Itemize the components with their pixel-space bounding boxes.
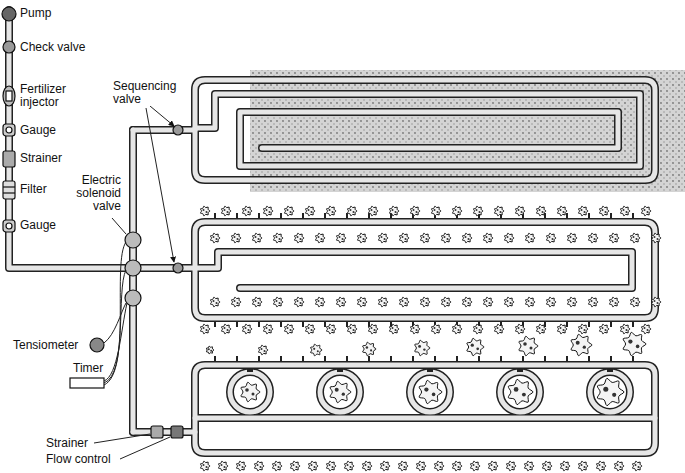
emitter-ticks <box>215 213 633 372</box>
part-label: Gauge <box>19 124 57 137</box>
part-label: Strainer <box>45 437 89 450</box>
part-label: Electric solenoid valve <box>58 174 122 213</box>
part-label: Gauge <box>19 219 57 232</box>
control-wiring <box>70 242 127 388</box>
part-label: Filter <box>19 183 48 196</box>
head-unit-symbols <box>2 7 16 232</box>
part-label: Tensiometer <box>12 339 79 352</box>
part-label: Sequencing valve <box>112 80 184 106</box>
pipe-network <box>9 10 655 453</box>
leader-lines <box>94 106 174 459</box>
part-label: Flow control <box>45 453 112 466</box>
part-label: Pump <box>19 7 52 20</box>
part-label: Strainer <box>19 152 63 165</box>
part-label: Check valve <box>19 41 86 54</box>
plants <box>200 206 661 471</box>
part-label: Fertilizer injector <box>19 83 83 109</box>
part-label: Timer <box>72 362 104 375</box>
valves <box>125 125 183 438</box>
